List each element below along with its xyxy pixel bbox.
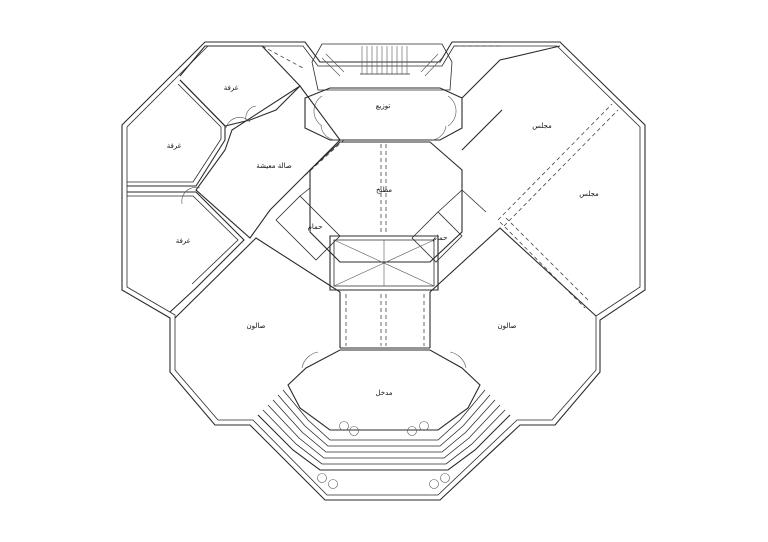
- majlis-wing: [454, 45, 619, 309]
- label-distribution: توزيع: [376, 102, 391, 110]
- label-room-bottom: غرفة: [176, 237, 191, 245]
- top-stair: [311, 43, 453, 91]
- label-room-left: غرفة: [167, 142, 182, 150]
- label-bath-right: حمام: [433, 234, 448, 242]
- entrance-hall: [257, 349, 511, 489]
- label-entrance: مدخل: [375, 389, 392, 397]
- corridor: [339, 292, 431, 349]
- service-core: [275, 141, 487, 291]
- label-family-hall: صالة معيشة: [256, 162, 291, 170]
- label-kitchen: مطبخ: [376, 186, 392, 194]
- label-majlis-right: مجلس: [579, 190, 599, 198]
- outer-walls: [121, 41, 646, 501]
- label-salon-left: صالون: [247, 322, 266, 330]
- label-bath-left: حمام: [308, 223, 323, 231]
- bedroom-wing: [127, 45, 345, 313]
- label-salon-right: صالون: [498, 322, 517, 330]
- label-room-top: غرفة: [224, 84, 239, 92]
- salon-walls: [174, 227, 597, 369]
- room-labels: غرفة غرفة غرفة صالة معيشة توزيع مطبخ حما…: [167, 84, 599, 397]
- distribution-hall: [304, 87, 463, 141]
- label-majlis-top: مجلس: [532, 122, 552, 130]
